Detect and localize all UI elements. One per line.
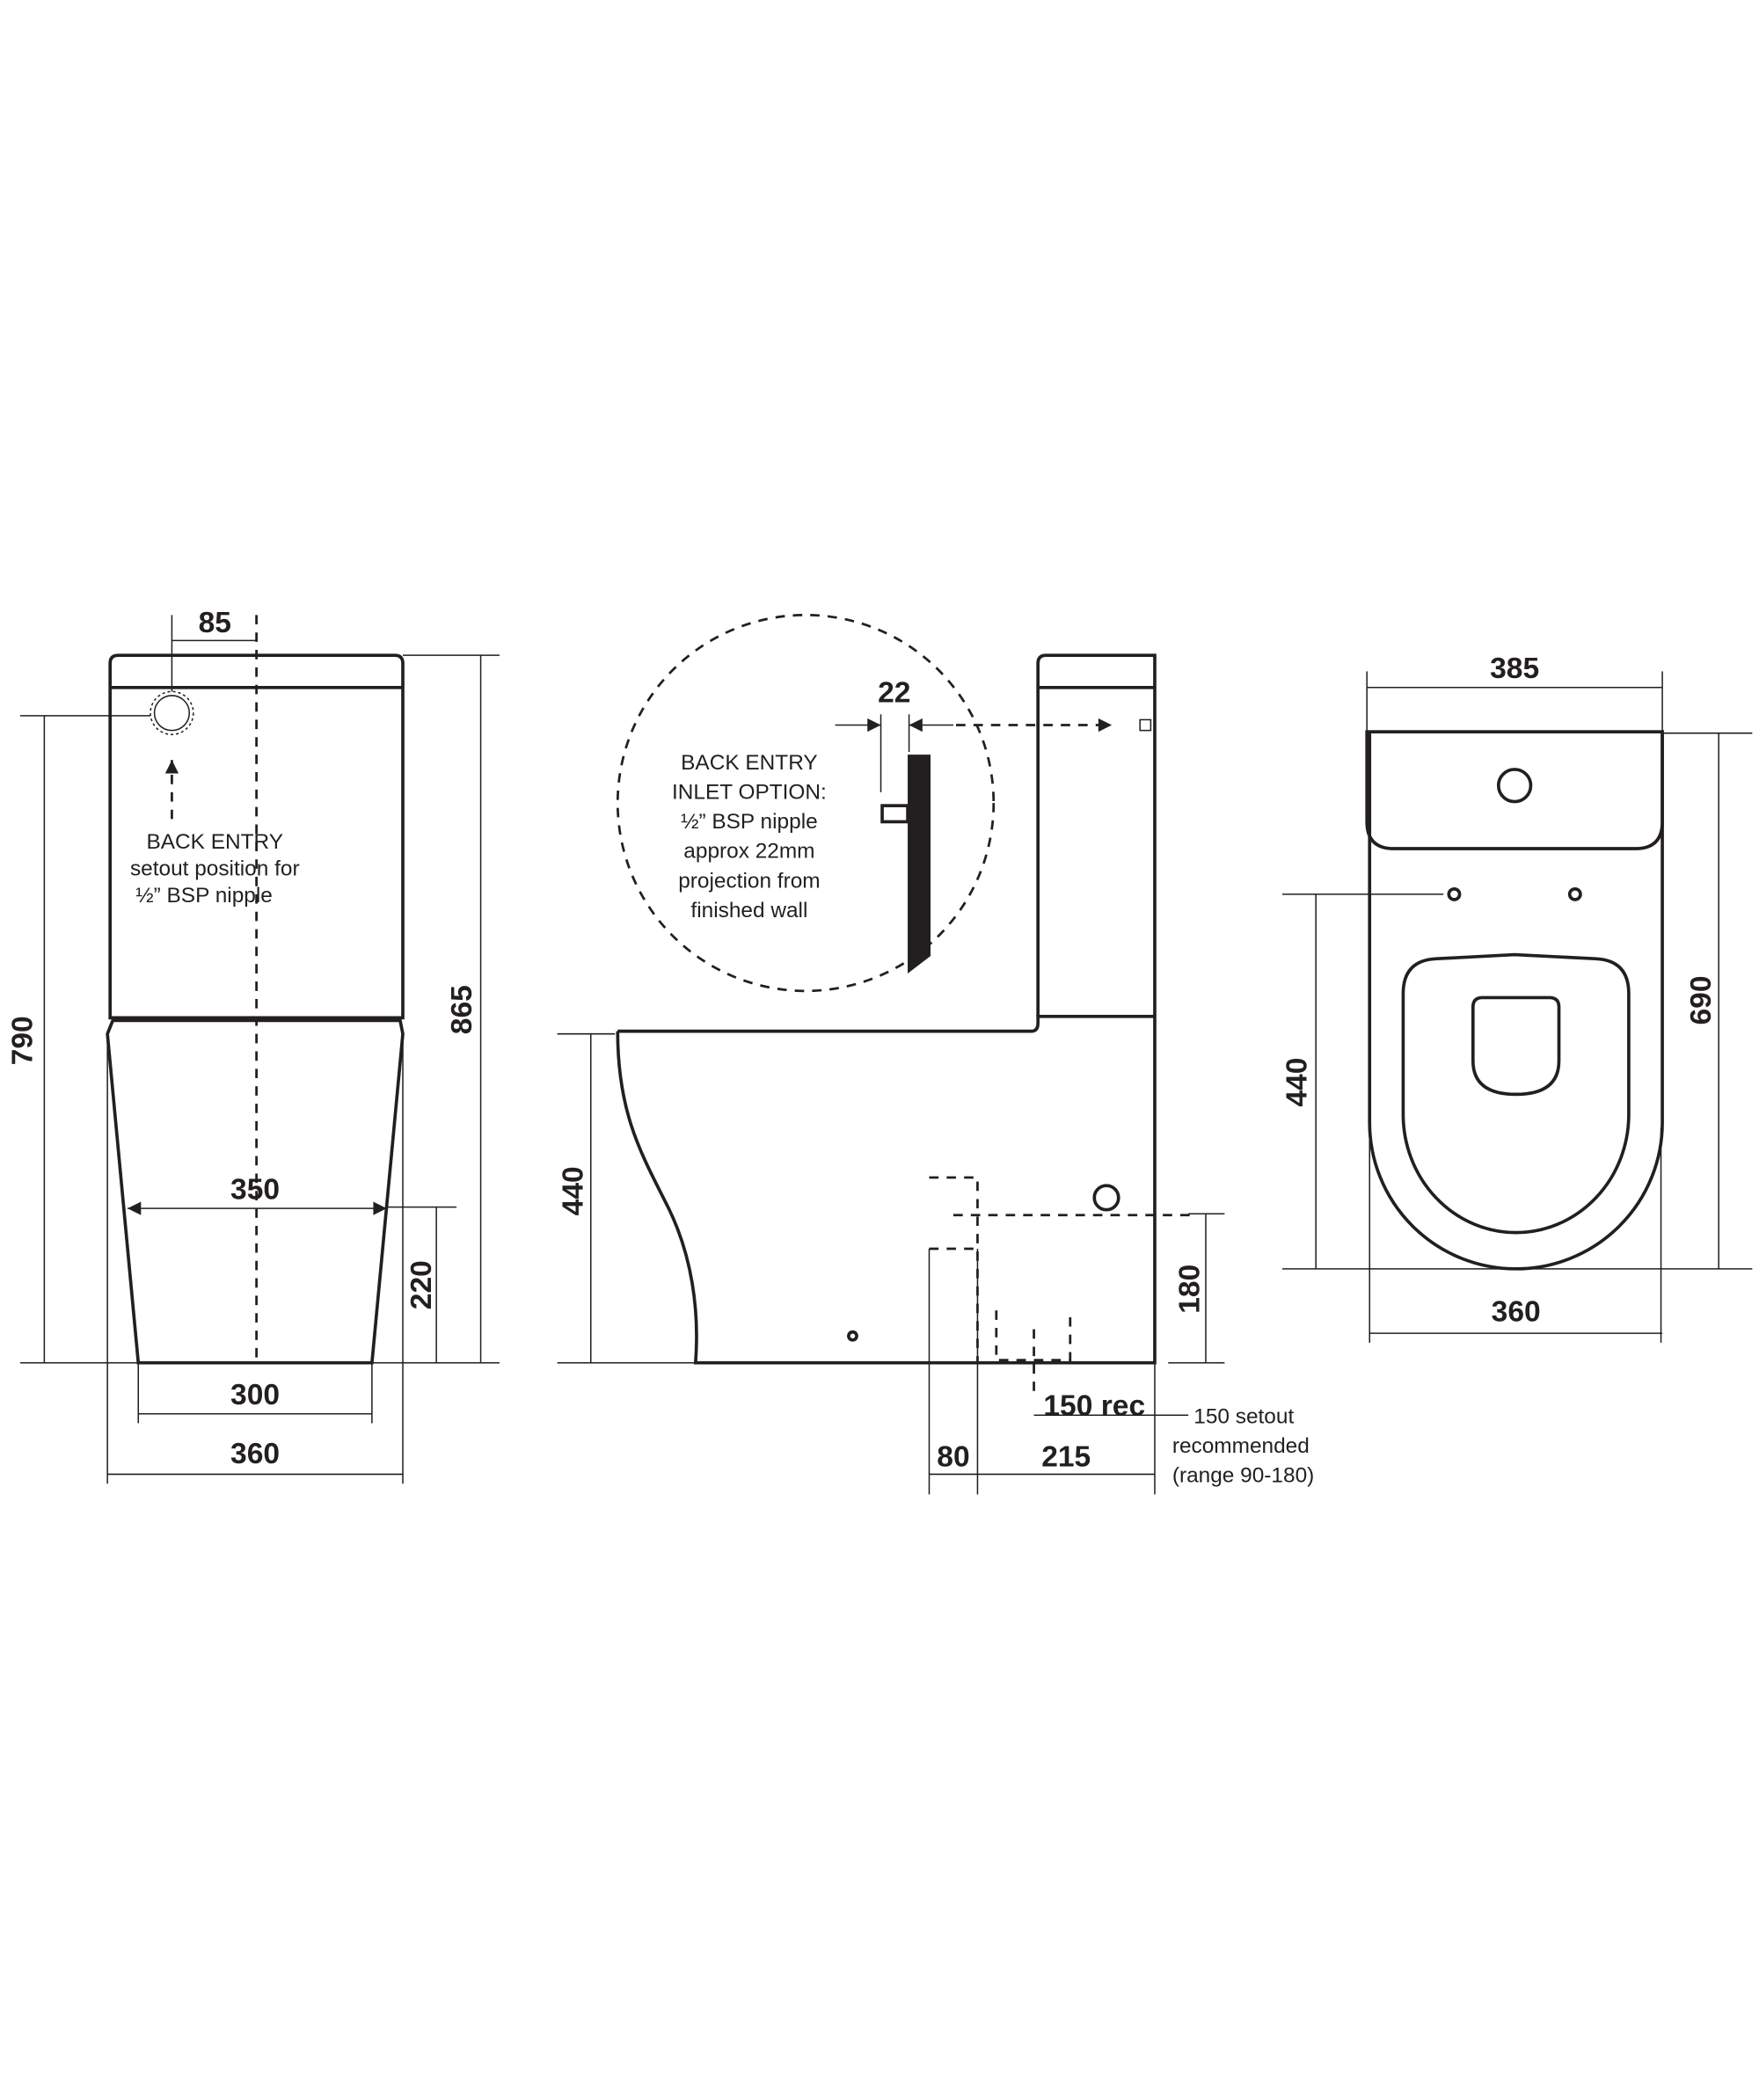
dim-85: 85 — [199, 607, 231, 639]
plan-cistern-outline — [1365, 730, 1664, 850]
inlet-setout-circle — [153, 695, 191, 732]
detail-note-line-3: ½” BSP nipple — [681, 810, 818, 834]
dim-22: 22 — [878, 677, 910, 710]
setout-note-line-3: (range 90-180) — [1172, 1464, 1314, 1488]
dim-790: 790 — [7, 1016, 40, 1065]
seat-hinge-hole-right — [1567, 886, 1582, 901]
setout-note-line-2: recommended — [1172, 1434, 1310, 1458]
dim-360-plan: 360 — [1492, 1295, 1541, 1328]
dim-350: 350 — [230, 1173, 280, 1206]
front-view: BACK ENTRY setout position for ½” BSP ni… — [7, 607, 500, 1484]
detail-note-line-6: finished wall — [690, 899, 807, 922]
dim-360-front: 360 — [230, 1438, 280, 1470]
front-note-line-2: setout position for — [130, 857, 300, 881]
dim-215: 215 — [1041, 1440, 1091, 1473]
detail-note-line-2: INLET OPTION: — [672, 781, 827, 805]
detail-note-line-5: projection from — [678, 869, 820, 893]
detail-note-line-4: approx 22mm — [683, 840, 814, 864]
plan-view: 385 690 440 360 — [1281, 653, 1753, 1343]
finished-wall — [908, 755, 931, 973]
dim-865: 865 — [446, 985, 478, 1034]
inlet-marker — [1139, 718, 1152, 732]
dim-300: 300 — [230, 1379, 280, 1411]
dim-440-plan: 440 — [1281, 1058, 1313, 1107]
detail-note-line-1: BACK ENTRY — [681, 751, 818, 775]
inlet-setout-dotted-box — [150, 690, 194, 735]
flush-button — [1496, 768, 1533, 804]
waste-outlet-circle — [1092, 1184, 1120, 1212]
dim-385: 385 — [1490, 653, 1539, 685]
dim-150-rec: 150 rec — [1043, 1389, 1145, 1422]
seat-hinge-hole-left — [1447, 886, 1462, 901]
detail-callout-circle — [616, 613, 996, 993]
seat-outline — [1401, 952, 1631, 1235]
seat-opening — [1471, 995, 1561, 1097]
side-view: 22 BACK ENTRY INLET OPTION: ½” BSP nippl… — [557, 613, 1314, 1495]
side-cistern-outline — [1036, 653, 1157, 1017]
side-bowl-outline — [616, 1015, 1157, 1365]
dim-440-side: 440 — [558, 1166, 590, 1215]
front-note-line-1: BACK ENTRY — [147, 830, 284, 854]
bsp-nipple — [880, 804, 909, 824]
dim-180: 180 — [1173, 1265, 1206, 1314]
dim-220: 220 — [405, 1260, 438, 1309]
dim-80: 80 — [937, 1440, 969, 1473]
plan-bowl-outline — [1368, 730, 1664, 1271]
setout-note-line-1: 150 setout — [1193, 1404, 1294, 1428]
fixing-hole — [847, 1330, 858, 1342]
dim-690: 690 — [1685, 975, 1718, 1024]
front-note-line-3: ½” BSP nipple — [135, 884, 273, 908]
cistern-outline — [108, 653, 405, 1020]
